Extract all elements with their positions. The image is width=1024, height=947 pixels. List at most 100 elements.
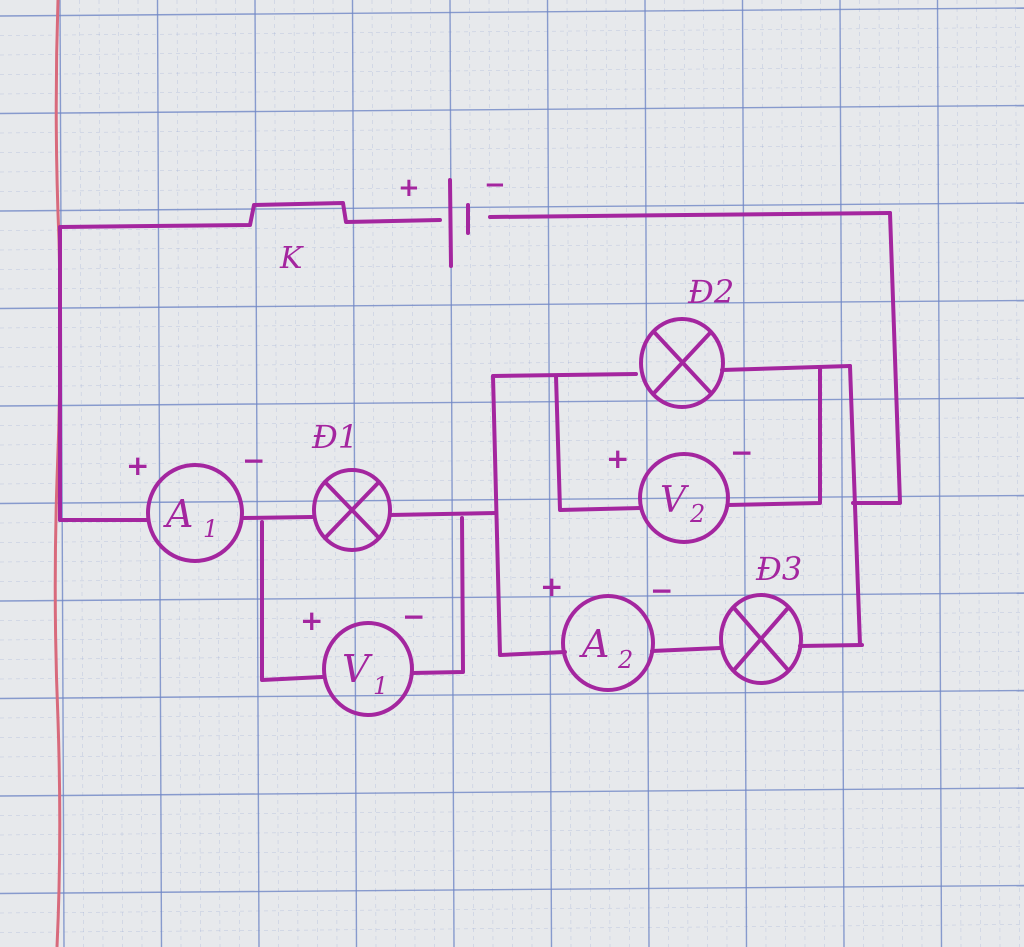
voltmeter-v2-minus: −	[730, 436, 753, 469]
lamp-d2-label: Đ2	[687, 273, 734, 311]
grid-line-vertical	[703, 0, 708, 947]
grid-line-horizontal	[0, 202, 1024, 212]
key-label: K	[279, 241, 304, 276]
wire-a1-to-d1	[240, 515, 314, 520]
lamp-d1-cross-b	[323, 480, 381, 540]
lamp-d3-circle	[719, 593, 803, 685]
wire-d2-right	[720, 364, 852, 372]
grid-line-vertical	[586, 0, 591, 947]
grid-line-horizontal	[0, 46, 1024, 56]
grid-line-vertical	[956, 0, 962, 947]
grid-line-horizontal	[0, 748, 1024, 758]
voltmeter-v1-index: 1	[373, 672, 388, 700]
grid-line-vertical	[235, 0, 240, 947]
ammeter-a1-minus: −	[242, 444, 265, 477]
grid-line-vertical	[196, 0, 201, 947]
grid-line-vertical	[98, 0, 104, 947]
grid-line-vertical	[274, 0, 279, 947]
battery-symbol	[448, 178, 470, 268]
grid-line-vertical	[546, 0, 553, 947]
grid-line-vertical	[683, 0, 689, 947]
wire-right-rail	[851, 211, 902, 505]
grid-line-horizontal	[0, 66, 1024, 75]
grid-line-vertical	[469, 0, 474, 947]
grid-line-horizontal	[0, 884, 1024, 895]
grid-line-horizontal	[0, 436, 1024, 446]
grid-line-vertical	[820, 0, 825, 947]
grid-line-horizontal	[0, 241, 1024, 251]
grid-line-vertical	[800, 0, 806, 947]
grid-line-horizontal	[0, 670, 1024, 680]
grid-line-vertical	[488, 0, 494, 947]
lamp-d3-cross-b	[732, 606, 790, 672]
grid-line-horizontal	[0, 689, 1024, 700]
grid-line-vertical	[508, 0, 513, 947]
grid-line-horizontal	[0, 924, 1024, 933]
grid-line-vertical	[741, 0, 748, 947]
grid-line-horizontal	[0, 807, 1024, 816]
grid-line-horizontal	[0, 280, 1024, 290]
lamp-d3	[719, 593, 803, 685]
voltmeter-v2-index: 2	[689, 500, 705, 528]
grid-line-vertical	[1015, 0, 1020, 947]
grid-line-horizontal	[0, 299, 1024, 310]
wire-top-left	[58, 201, 442, 522]
grid-line-horizontal	[0, 456, 1024, 465]
battery-plus-sign: +	[398, 173, 420, 203]
grid-line-vertical	[79, 0, 84, 947]
grid-line-vertical	[781, 0, 786, 947]
ammeter-a2-letter: A	[579, 622, 609, 666]
grid-line-horizontal	[0, 358, 1024, 368]
grid-line-horizontal	[0, 553, 1024, 563]
ammeter-a2	[561, 594, 655, 692]
grid-line-horizontal	[0, 339, 1024, 348]
grid-line-vertical	[976, 0, 981, 947]
voltmeter-v1-minus: −	[402, 600, 425, 633]
grid-line-horizontal	[0, 378, 1024, 387]
lamp-d2-cross-b	[653, 331, 712, 394]
ammeter-a1-letter: A	[163, 492, 193, 536]
ammeter-a1-plus: +	[126, 449, 149, 482]
grid-line-horizontal	[0, 768, 1024, 777]
grid-line-vertical	[995, 0, 1001, 947]
grid-line-vertical	[605, 0, 611, 947]
grid-line-horizontal	[0, 417, 1024, 426]
grid-line-vertical	[761, 0, 767, 947]
grid-line-vertical	[859, 0, 864, 947]
ammeter-a2-plus: +	[540, 570, 563, 603]
grid-line-horizontal	[0, 222, 1024, 231]
margin-line	[53, 0, 62, 947]
grid-line-horizontal	[0, 7, 1024, 17]
wire-d1-to-junction	[388, 511, 498, 517]
grid-line-vertical	[625, 0, 630, 947]
battery-minus-sign: −	[484, 170, 506, 200]
grid-line-horizontal	[0, 85, 1024, 95]
grid-line-vertical	[449, 0, 455, 947]
grid-line-horizontal	[0, 865, 1024, 875]
battery-long-plate	[448, 178, 453, 268]
ammeter-a1	[146, 463, 244, 563]
grid-line-horizontal	[0, 631, 1024, 641]
grid-line-vertical	[664, 0, 669, 947]
grid-line-vertical	[137, 0, 143, 947]
grid-line-vertical	[293, 0, 299, 947]
grid-line-vertical	[313, 0, 318, 947]
wire-top-right	[488, 211, 892, 219]
grid-line-vertical	[371, 0, 377, 947]
grid-line-vertical	[254, 0, 260, 947]
grid-line-vertical	[566, 0, 572, 947]
grid-line-horizontal	[0, 397, 1024, 407]
voltmeter-v2	[638, 452, 730, 544]
lamp-d3-label: Đ3	[755, 550, 802, 588]
grid-line-vertical	[430, 0, 435, 947]
wire-d3-to-junction	[798, 643, 864, 648]
grid-line-horizontal	[0, 144, 1024, 153]
lamp-d2	[639, 317, 725, 409]
voltmeter-v2-letter: V	[660, 480, 690, 521]
grid-line-vertical	[917, 0, 923, 947]
grid-line-horizontal	[0, 124, 1024, 134]
ammeter-a2-minus: −	[650, 574, 673, 607]
grid-line-horizontal	[0, 261, 1024, 270]
grid-line-horizontal	[0, 787, 1024, 797]
